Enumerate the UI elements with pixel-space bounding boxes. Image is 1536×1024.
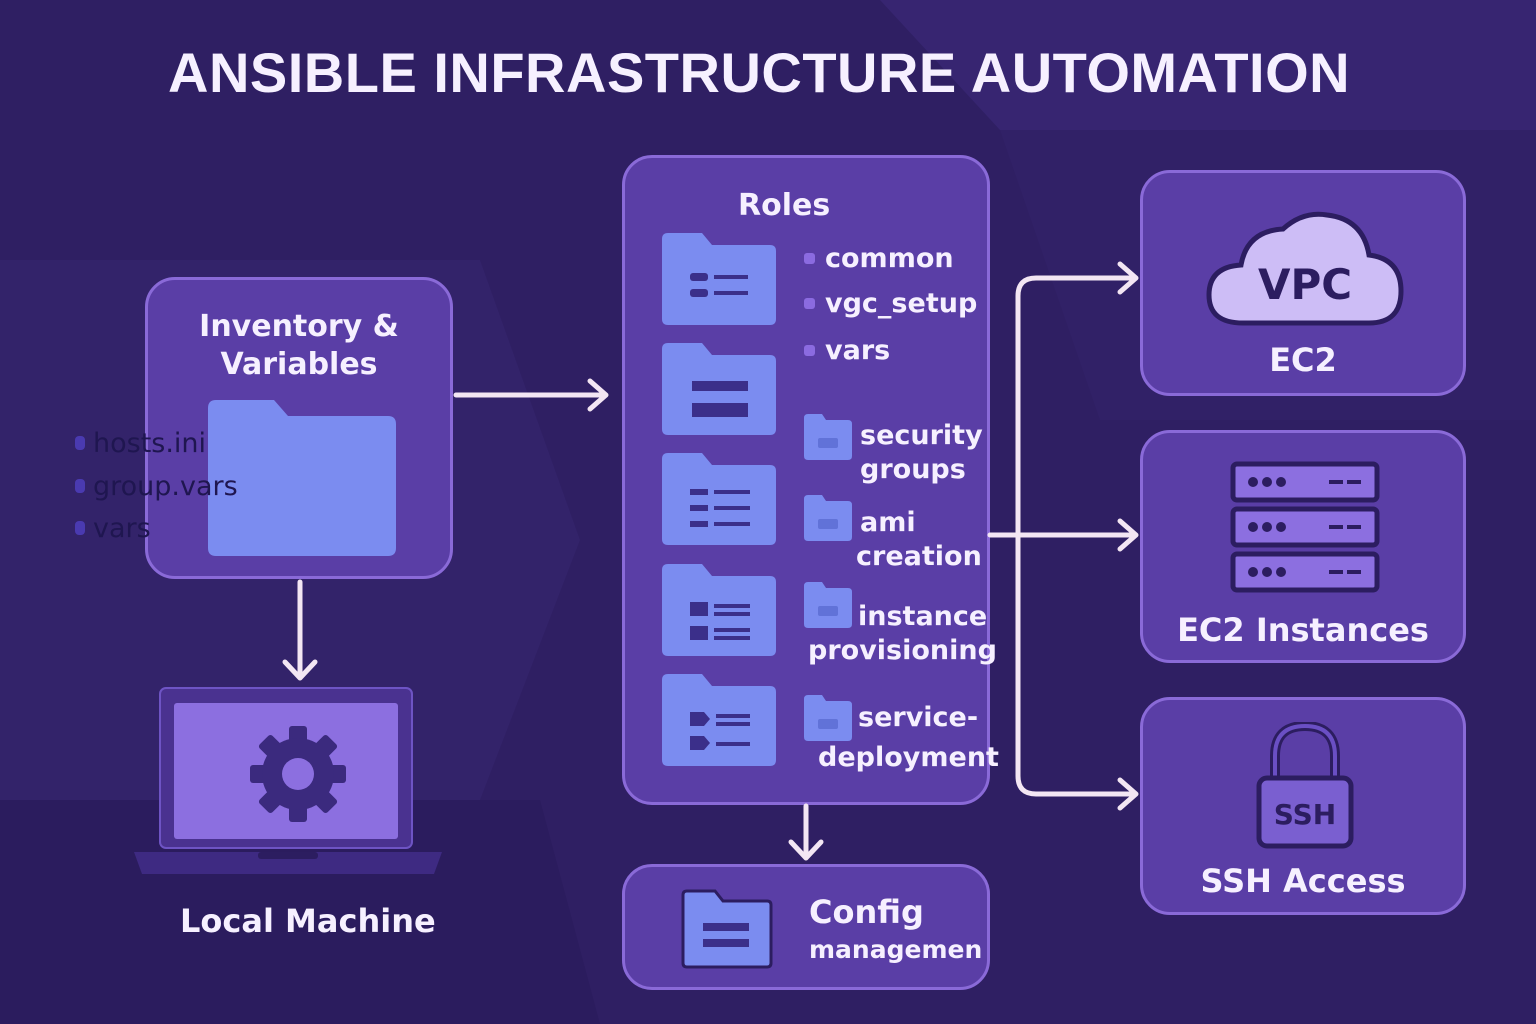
- folder-icon: [804, 695, 852, 741]
- folder-icon: [662, 453, 776, 545]
- role-item-common: common: [804, 243, 954, 274]
- subfolder-service-deployment: service-deployment: [818, 702, 999, 773]
- inventory-title: Inventory & Variables: [199, 309, 399, 382]
- folder-icon: [662, 233, 776, 325]
- local-machine-label: Local Machine: [180, 902, 436, 940]
- folder-icon: [208, 400, 396, 556]
- inventory-box: Inventory & Variables: [145, 277, 453, 579]
- page-title: ANSIBLE INFRASTRUCTURE AUTOMATION: [168, 41, 1351, 104]
- folder-icon: [681, 889, 773, 969]
- lock-label: SSH: [1274, 798, 1337, 831]
- laptop-icon: [134, 687, 442, 874]
- ec2-instances-label: EC2 Instances: [1177, 611, 1429, 649]
- file-hosts-ini: hosts.ini: [75, 428, 206, 459]
- folder-icon: [662, 674, 776, 766]
- folder-icon: [804, 582, 852, 628]
- ssh-access-box: SSH SSH Access: [1140, 697, 1466, 915]
- ssh-access-label: SSH Access: [1200, 862, 1406, 900]
- config-box: Config managemen: [622, 864, 990, 990]
- config-title: Config: [809, 893, 924, 931]
- folder-icon: [804, 495, 852, 541]
- role-item-vars: vars: [804, 335, 890, 366]
- ec2-instances-box: EC2 Instances: [1140, 430, 1466, 663]
- gear-icon: [250, 726, 346, 822]
- cloud-icon: VPC: [1206, 211, 1404, 326]
- folder-icon: [662, 564, 776, 656]
- cloud-label: VPC: [1258, 260, 1352, 309]
- ec2-label: EC2: [1269, 341, 1337, 379]
- server-stack-icon: [1230, 461, 1380, 593]
- folder-icon: [662, 343, 776, 435]
- file-vars: vars: [75, 513, 151, 544]
- role-item-vgc-setup: vgc_setup: [804, 288, 977, 319]
- lock-icon: SSH: [1256, 722, 1354, 849]
- roles-title: Roles: [738, 188, 831, 223]
- ec2-vpc-box: VPC EC2: [1140, 170, 1466, 396]
- folder-icon: [804, 414, 852, 460]
- config-subtitle: managemen: [809, 935, 983, 964]
- file-group-vars: group.vars: [75, 471, 238, 502]
